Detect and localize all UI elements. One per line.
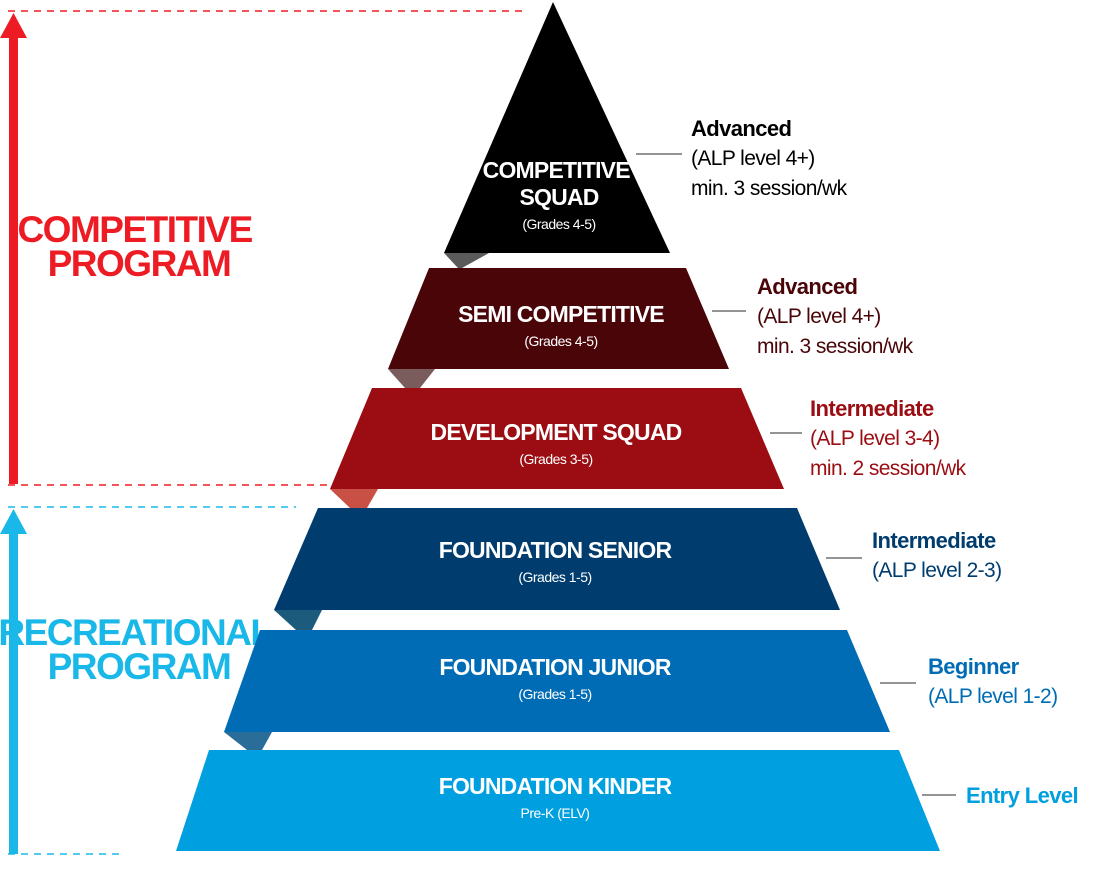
level-detail: (ALP level 1-2)	[928, 685, 1058, 708]
development-squad-tier	[330, 388, 784, 489]
competitive-squad-title: COMPETITIVE SQUAD	[483, 157, 636, 210]
level-detail: (ALP level 4+)	[691, 147, 815, 170]
semi-competitive-side	[388, 369, 435, 388]
level-label: Entry Level	[966, 783, 1078, 808]
semi-competitive-level: Advanced (ALP level 4+) min. 3 session/w…	[757, 274, 914, 358]
foundation-senior-title: FOUNDATION SENIOR	[439, 537, 673, 563]
foundation-junior-side	[224, 732, 272, 750]
competitive-squad-side	[444, 253, 489, 268]
foundation-kinder-grades: Pre-K (ELV)	[521, 805, 590, 821]
level-label: Beginner	[928, 654, 1020, 679]
level-detail: min. 2 session/wk	[810, 457, 967, 480]
semi-competitive-title: SEMI COMPETITIVE	[458, 301, 664, 327]
foundation-junior-tier	[224, 630, 890, 732]
foundation-junior-level: Beginner (ALP level 1-2)	[928, 654, 1058, 708]
semi-competitive-tier	[388, 268, 729, 369]
foundation-senior-level: Intermediate (ALP level 2-3)	[872, 528, 1002, 582]
development-squad-title: DEVELOPMENT SQUAD	[431, 419, 682, 445]
recreational-up-arrow	[0, 509, 27, 854]
foundation-junior-title: FOUNDATION JUNIOR	[439, 654, 671, 680]
level-detail: (ALP level 3-4)	[810, 427, 940, 450]
recreational-program-label: RECREATIONAL PROGRAM	[0, 612, 280, 687]
foundation-kinder-tier	[176, 750, 940, 851]
competitive-squad-tier	[444, 2, 670, 253]
competitive-program-label: COMPETITIVE PROGRAM	[17, 209, 260, 284]
foundation-kinder-title: FOUNDATION KINDER	[439, 773, 673, 799]
level-detail: min. 3 session/wk	[757, 335, 914, 358]
development-squad-grades: (Grades 3-5)	[519, 451, 592, 467]
competitive-squad-level: Advanced (ALP level 4+) min. 3 session/w…	[691, 116, 848, 200]
foundation-senior-side	[274, 610, 322, 630]
competitive-squad-grades: (Grades 4-5)	[522, 216, 595, 232]
level-detail: (ALP level 2-3)	[872, 559, 1002, 582]
level-label: Advanced	[757, 274, 857, 299]
semi-competitive-grades: (Grades 4-5)	[524, 333, 597, 349]
competitive-up-arrow	[0, 13, 27, 484]
development-squad-level: Intermediate (ALP level 3-4) min. 2 sess…	[810, 396, 967, 480]
level-label: Advanced	[691, 116, 791, 141]
level-label: Intermediate	[810, 396, 934, 421]
foundation-kinder-level: Entry Level	[966, 783, 1079, 808]
foundation-junior-grades: (Grades 1-5)	[518, 686, 591, 702]
level-label: Intermediate	[872, 528, 996, 553]
level-detail: (ALP level 4+)	[757, 305, 881, 328]
level-detail: min. 3 session/wk	[691, 177, 848, 200]
foundation-senior-tier	[274, 508, 840, 610]
foundation-senior-grades: (Grades 1-5)	[518, 569, 591, 585]
development-squad-side	[330, 489, 378, 508]
